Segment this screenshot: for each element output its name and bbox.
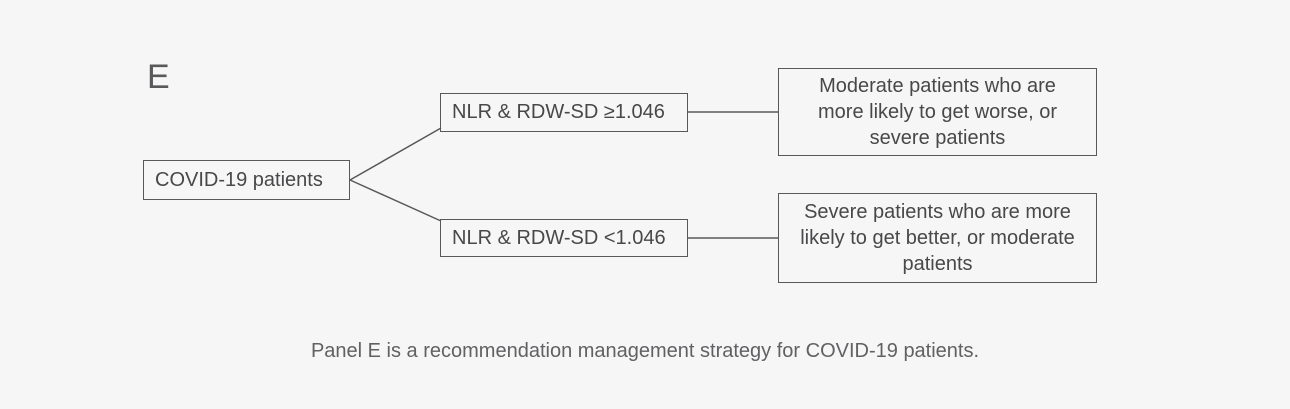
figure-caption: Panel E is a recommendation management s… bbox=[310, 340, 980, 362]
condition-node-low-label: NLR & RDW-SD <1.046 bbox=[452, 226, 666, 249]
outcome-node-worse-line: severe patients bbox=[869, 127, 1006, 149]
root-node-label: COVID-19 patients bbox=[155, 168, 323, 191]
outcome-node-worse: Moderate patients who are more likely to… bbox=[778, 68, 1097, 156]
panel-label: E bbox=[147, 58, 170, 96]
condition-node-low: NLR & RDW-SD <1.046 bbox=[440, 219, 688, 257]
condition-node-high-label: NLR & RDW-SD ≥1.046 bbox=[452, 101, 665, 123]
outcome-node-better-line: patients bbox=[902, 253, 973, 275]
outcome-node-better-line: Severe patients who are more bbox=[804, 201, 1071, 223]
outcome-node-worse-line: Moderate patients who are bbox=[819, 75, 1056, 97]
outcome-node-better-line: likely to get better, or moderate bbox=[800, 227, 1075, 249]
outcome-node-worse-line: more likely to get worse, or bbox=[818, 101, 1057, 123]
root-node-covid19-patients: COVID-19 patients bbox=[143, 160, 350, 200]
condition-node-high: NLR & RDW-SD ≥1.046 bbox=[440, 93, 688, 132]
outcome-node-better: Severe patients who are more likely to g… bbox=[778, 193, 1097, 283]
